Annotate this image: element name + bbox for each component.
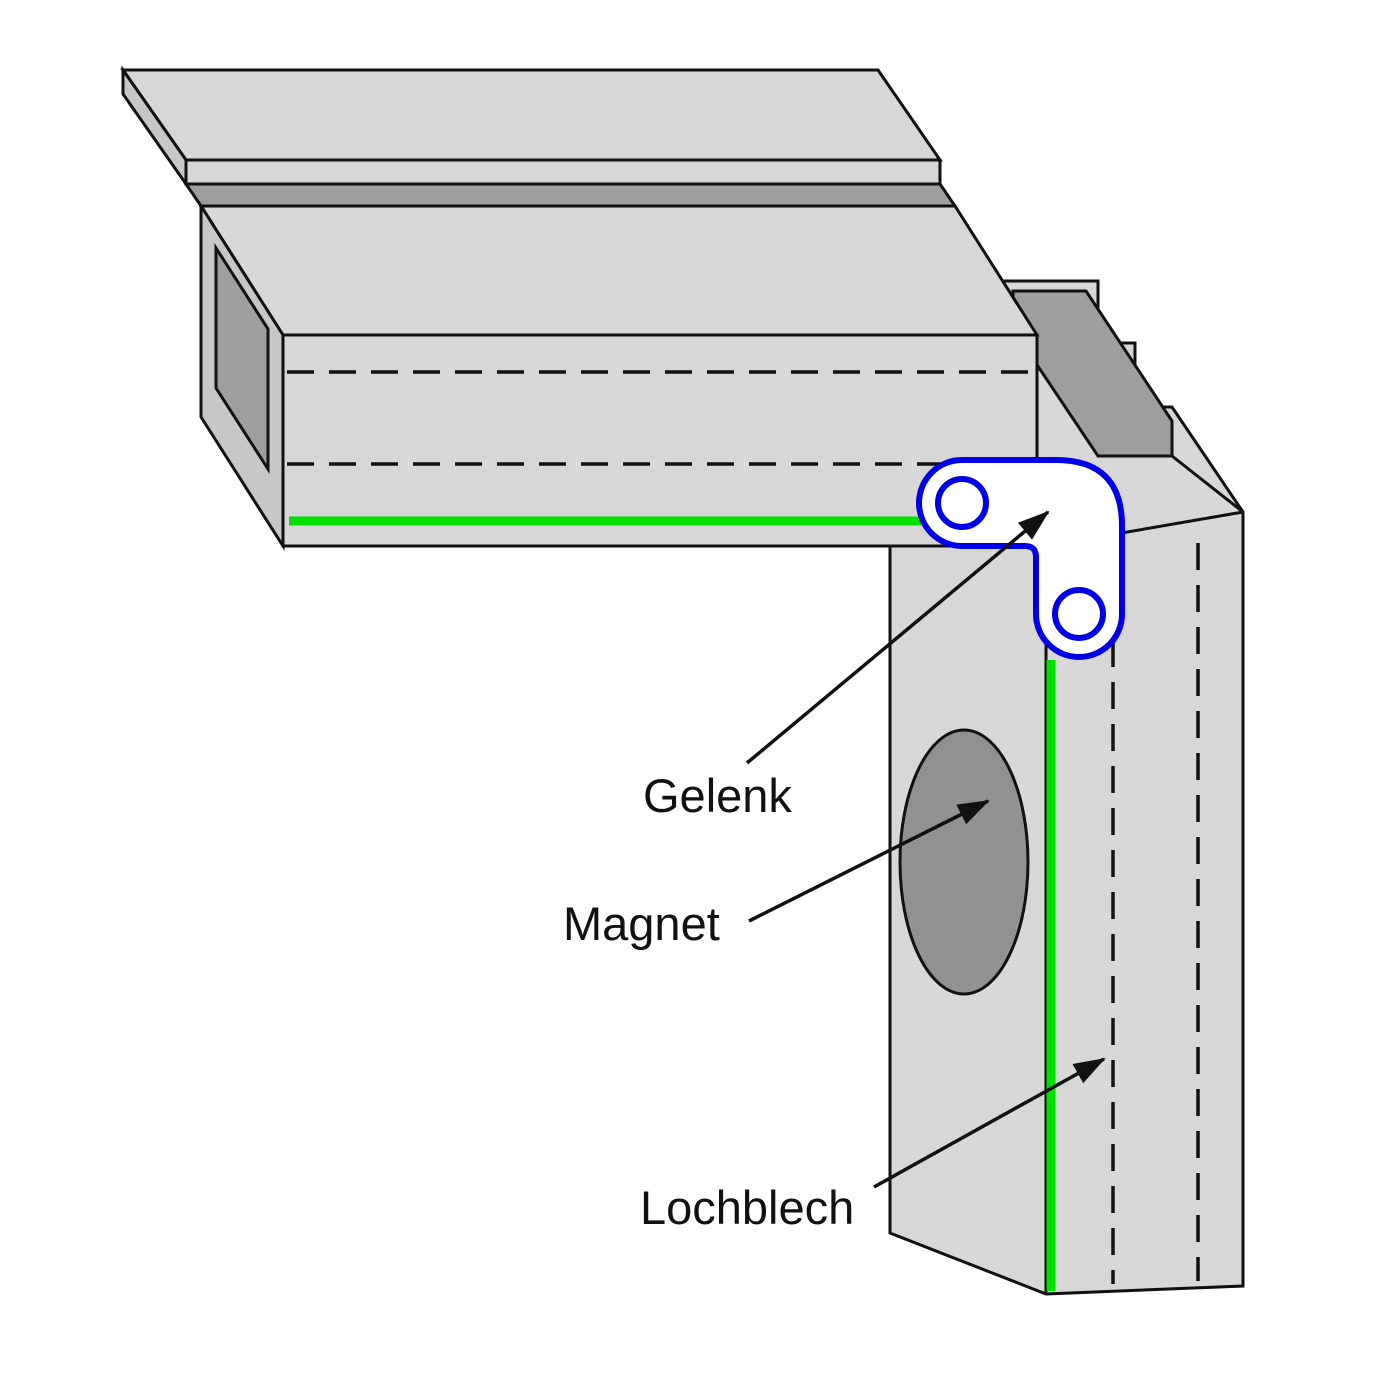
magnet-shape — [898, 728, 1030, 996]
horizontal-profile-end-opening — [214, 242, 270, 475]
edge-highlights — [289, 516, 1056, 1291]
horizontal-profile — [120, 65, 1040, 552]
horizontal-profile-groove-face — [183, 182, 958, 208]
annotation-arrows — [745, 510, 1106, 1189]
hinge — [916, 457, 1125, 660]
vertical-profile-rim-edge — [1171, 454, 1244, 514]
horizontal-profile-lid-top-face — [120, 68, 943, 162]
horizontal-profile-body-top-face — [198, 204, 1040, 337]
hinge-pin-bottom — [1052, 587, 1106, 641]
magnet-arrow — [748, 799, 990, 923]
lochblech-label: Lochblech — [640, 1181, 854, 1234]
gelenk-arrow — [745, 510, 1050, 765]
horizontal-profile-lid-front-face — [184, 158, 942, 186]
lochblech-arrow — [873, 1057, 1106, 1189]
magnet-label: Magnet — [563, 897, 720, 950]
hinge-pin-top — [935, 476, 989, 530]
annotation-labels: Gelenk Magnet Lochblech — [563, 769, 854, 1234]
gelenk-label: Gelenk — [643, 769, 792, 822]
